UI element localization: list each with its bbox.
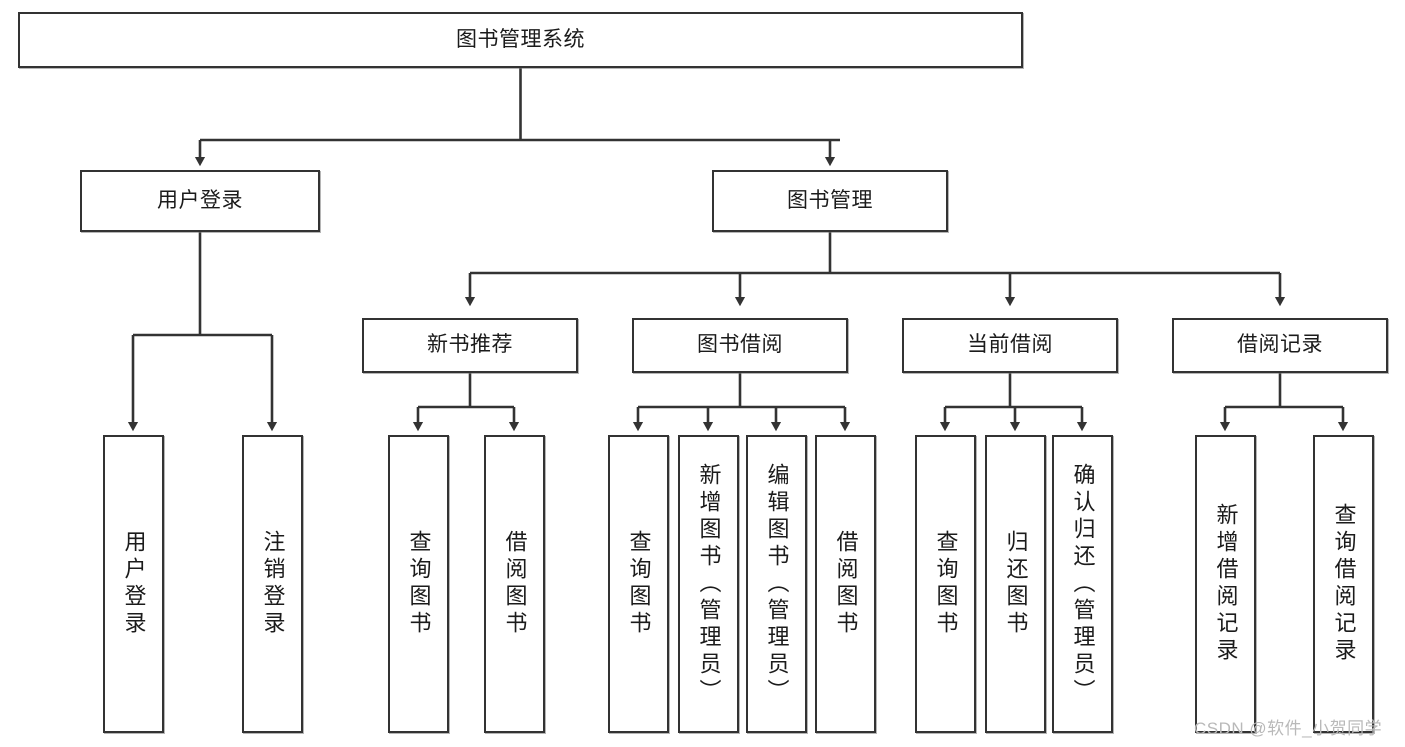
node-root-label: 图书管理系统 — [456, 27, 585, 51]
leaf-borrow-record-query[interactable]: 查询借阅记录 — [1313, 435, 1374, 733]
node-current-borrow[interactable]: 当前借阅 — [902, 318, 1118, 373]
leaf-book-borrow-add[interactable]: 新增图书（管理员） — [678, 435, 739, 733]
leaf-new-book-borrow-label: 借阅图书 — [502, 530, 528, 638]
node-borrow-record[interactable]: 借阅记录 — [1172, 318, 1388, 373]
node-book-borrow[interactable]: 图书借阅 — [632, 318, 848, 373]
leaf-user-login-login-label: 用户登录 — [121, 530, 147, 638]
leaf-book-borrow-add-label: 新增图书（管理员） — [696, 462, 722, 706]
leaf-book-borrow-query-label: 查询图书 — [626, 530, 652, 638]
leaf-book-borrow-borrow[interactable]: 借阅图书 — [815, 435, 876, 733]
leaf-current-borrow-confirm[interactable]: 确认归还（管理员） — [1052, 435, 1113, 733]
node-book-management-label: 图书管理 — [787, 188, 873, 212]
leaf-book-borrow-edit[interactable]: 编辑图书（管理员） — [746, 435, 807, 733]
node-user-login[interactable]: 用户登录 — [80, 170, 320, 232]
leaf-new-book-query-label: 查询图书 — [406, 530, 432, 638]
leaf-new-book-borrow[interactable]: 借阅图书 — [484, 435, 545, 733]
leaf-borrow-record-add-label: 新增借阅记录 — [1213, 503, 1239, 665]
node-root[interactable]: 图书管理系统 — [18, 12, 1023, 68]
leaf-borrow-record-query-label: 查询借阅记录 — [1331, 503, 1357, 665]
leaf-new-book-query[interactable]: 查询图书 — [388, 435, 449, 733]
leaf-borrow-record-add[interactable]: 新增借阅记录 — [1195, 435, 1256, 733]
leaf-user-login-logout[interactable]: 注销登录 — [242, 435, 303, 733]
leaf-current-borrow-query[interactable]: 查询图书 — [915, 435, 976, 733]
node-borrow-record-label: 借阅记录 — [1237, 333, 1323, 357]
leaf-current-borrow-query-label: 查询图书 — [933, 530, 959, 638]
node-book-borrow-label: 图书借阅 — [697, 333, 783, 357]
leaf-user-login-login[interactable]: 用户登录 — [103, 435, 164, 733]
leaf-current-borrow-confirm-label: 确认归还（管理员） — [1070, 462, 1096, 706]
leaf-book-borrow-query[interactable]: 查询图书 — [608, 435, 669, 733]
leaf-book-borrow-edit-label: 编辑图书（管理员） — [764, 462, 790, 706]
leaf-current-borrow-return[interactable]: 归还图书 — [985, 435, 1046, 733]
node-user-login-label: 用户登录 — [157, 188, 243, 212]
node-book-management[interactable]: 图书管理 — [712, 170, 948, 232]
leaf-current-borrow-return-label: 归还图书 — [1003, 530, 1029, 638]
leaf-user-login-logout-label: 注销登录 — [260, 530, 286, 638]
node-new-book-recommend-label: 新书推荐 — [427, 333, 513, 357]
node-current-borrow-label: 当前借阅 — [967, 333, 1053, 357]
node-new-book-recommend[interactable]: 新书推荐 — [362, 318, 578, 373]
leaf-book-borrow-borrow-label: 借阅图书 — [833, 530, 859, 638]
